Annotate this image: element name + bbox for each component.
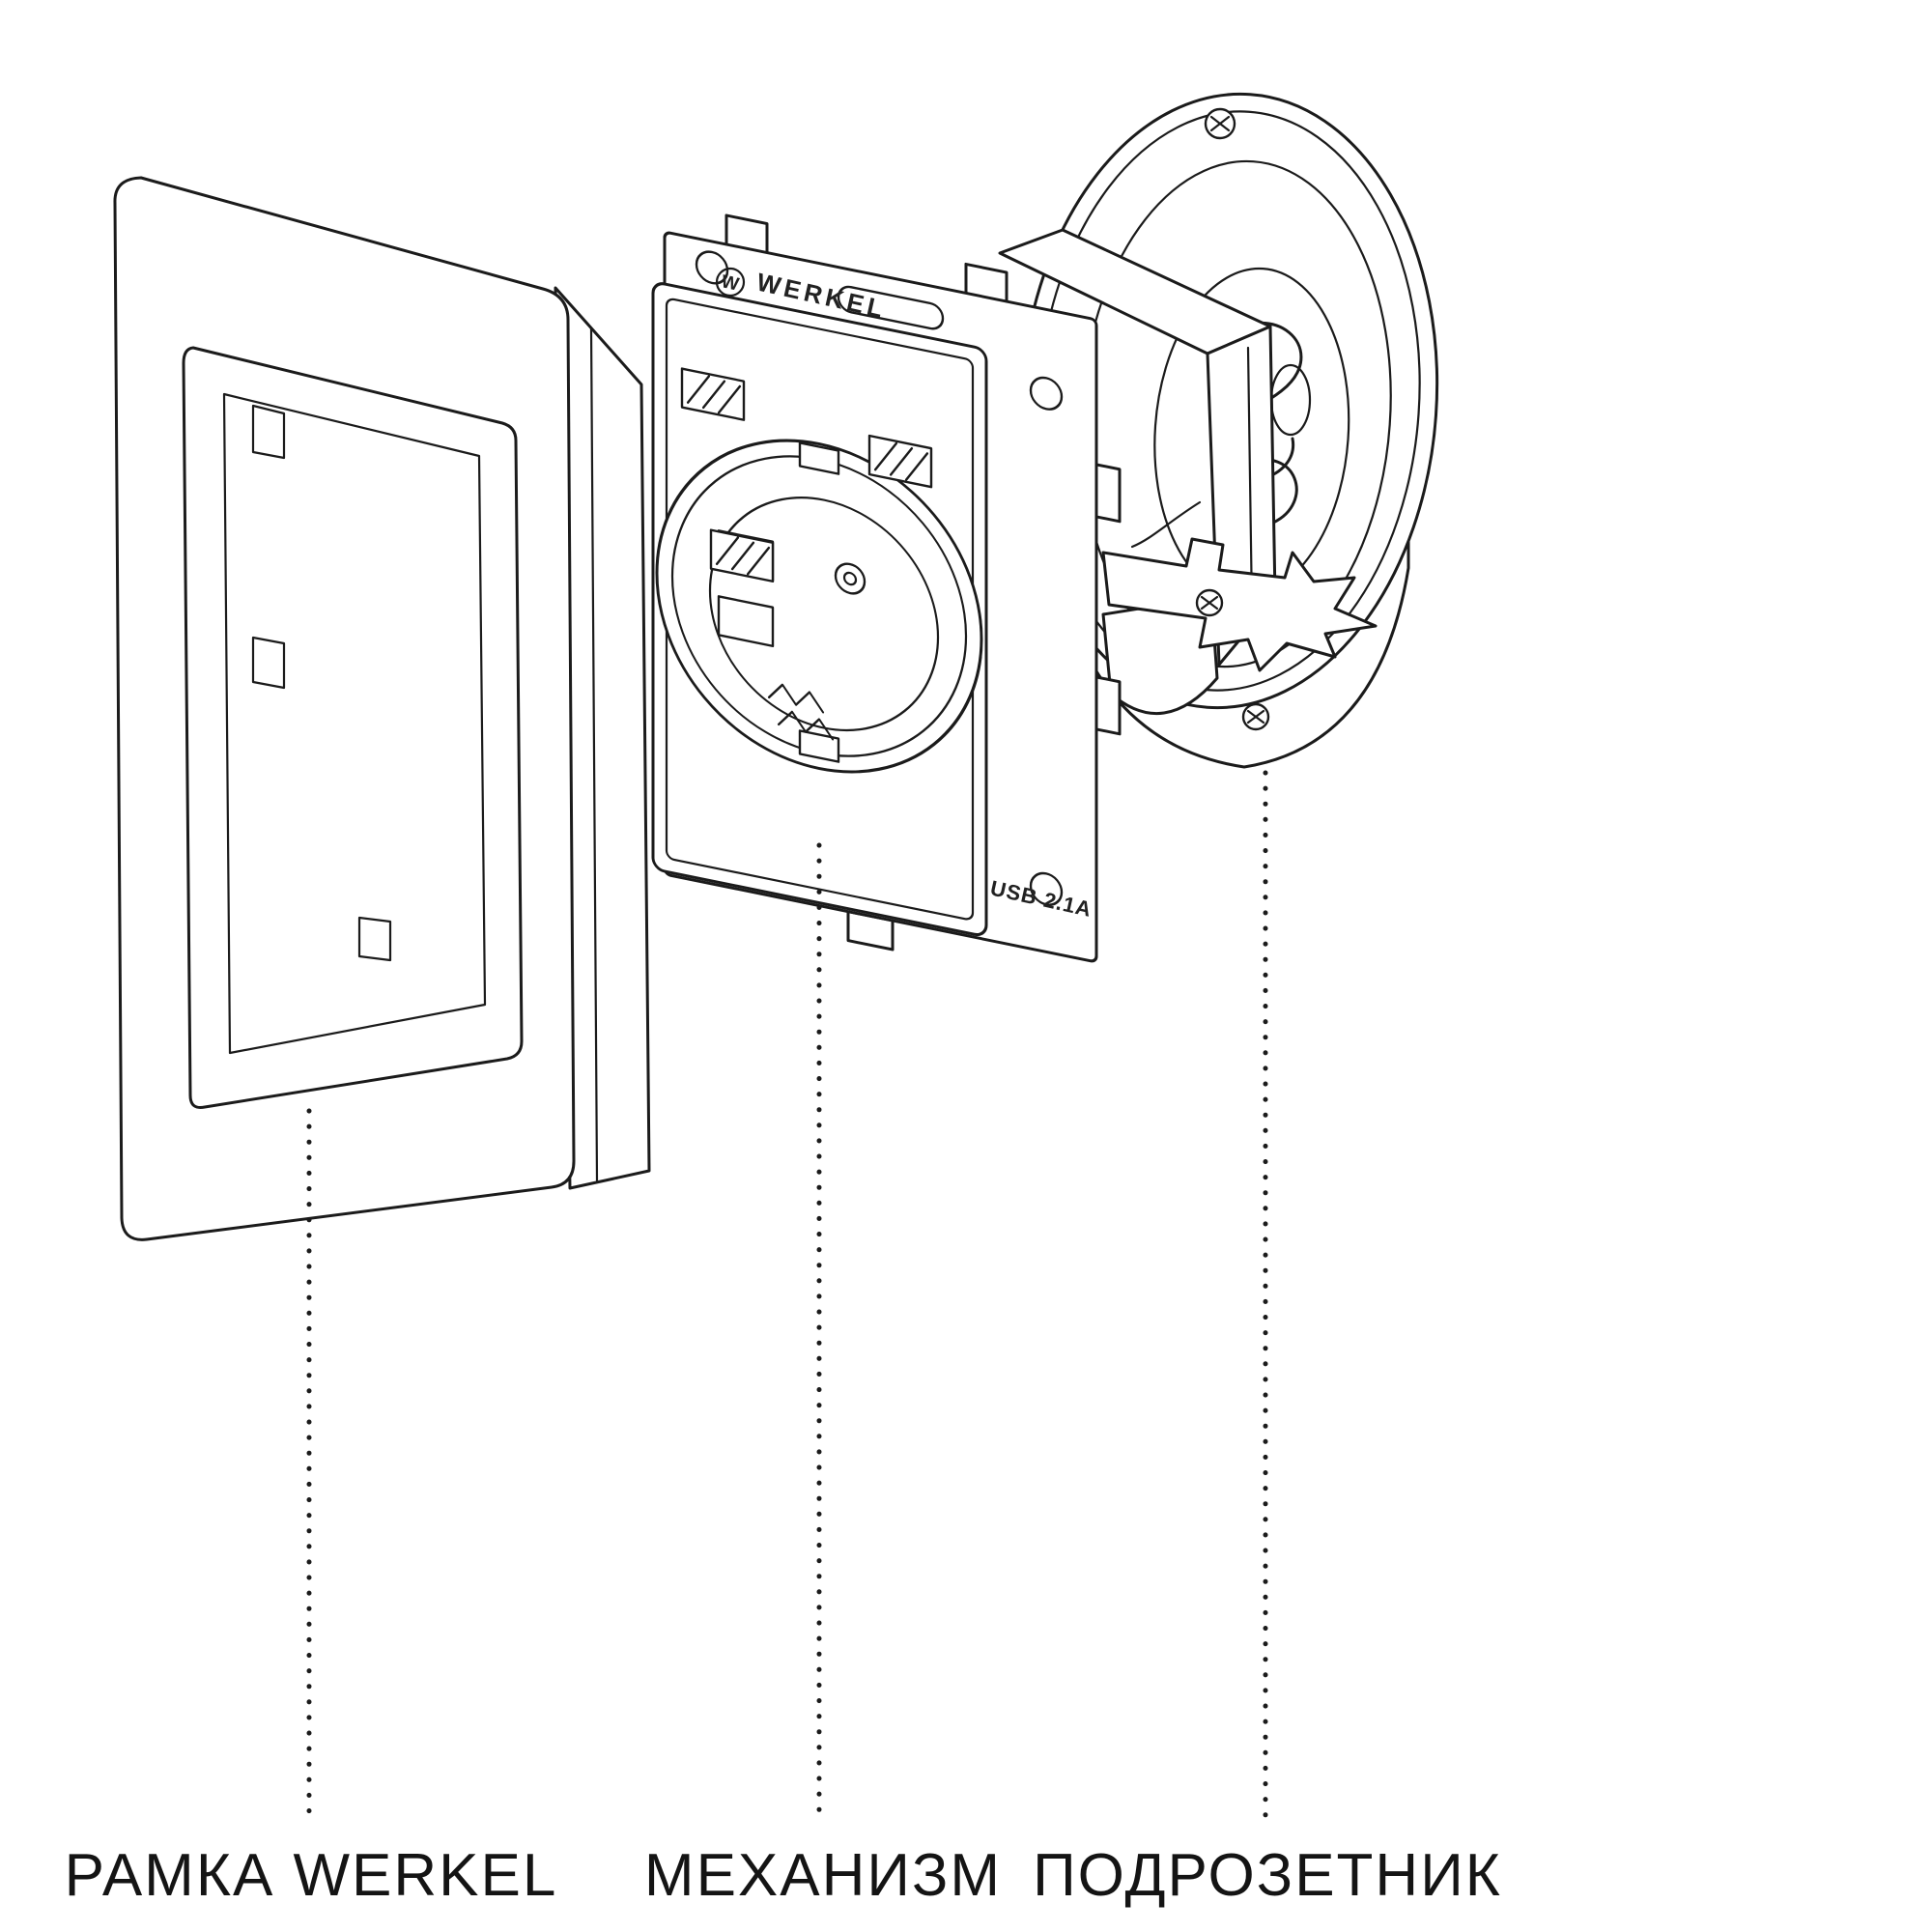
plate-tab-right-upper (1093, 462, 1122, 524)
contact-hole-bottom (717, 595, 775, 647)
leader-lines (306, 770, 1268, 1827)
earth-clip-top (798, 441, 840, 475)
claw-window-left (709, 528, 775, 582)
plate-slot (837, 285, 945, 330)
part-labels: РАМКА WERKEL МЕХАНИЗМ ПОДРОЗЕТНИК (65, 1842, 1502, 1909)
frame-clip-left (251, 636, 286, 690)
frame-clip-top-left (251, 404, 286, 460)
mechanism-body (998, 228, 1378, 716)
frame-part (113, 176, 651, 1241)
label-mechanism: МЕХАНИЗМ (644, 1842, 1002, 1909)
werkel-logo-icon (715, 267, 746, 298)
screw-bottom-icon (1241, 702, 1270, 731)
socket-center-screw (834, 562, 867, 595)
mechanism-body-edge (1246, 346, 1254, 611)
socket-recess-outer (655, 439, 983, 774)
spring-contacts (767, 683, 835, 741)
mechanism-claw (1101, 537, 1378, 672)
plate-hole-right-top (1029, 376, 1064, 411)
screw-top-icon (1204, 107, 1236, 140)
mechanism-faceplate (651, 282, 988, 937)
claw-window-top-left (680, 367, 746, 421)
socket-center-screw-slot (842, 571, 858, 586)
label-frame: РАМКА WERKEL (65, 1842, 558, 1909)
label-mounting-box: ПОДРОЗЕТНИК (1033, 1842, 1502, 1909)
frame-window-step (222, 392, 487, 1055)
werkel-logo-letter: W (720, 271, 741, 295)
plate-hole-right-bottom (1029, 871, 1064, 906)
earth-clip-bottom (798, 729, 840, 763)
frame-side-layer-line (589, 327, 599, 1182)
frame-clip-bottom (357, 916, 392, 962)
plate-tab-right-lower (1093, 674, 1122, 736)
claw-window-top-right (867, 434, 933, 489)
claw-screw-icon (1195, 588, 1224, 617)
frame-window-opening (182, 346, 524, 1109)
